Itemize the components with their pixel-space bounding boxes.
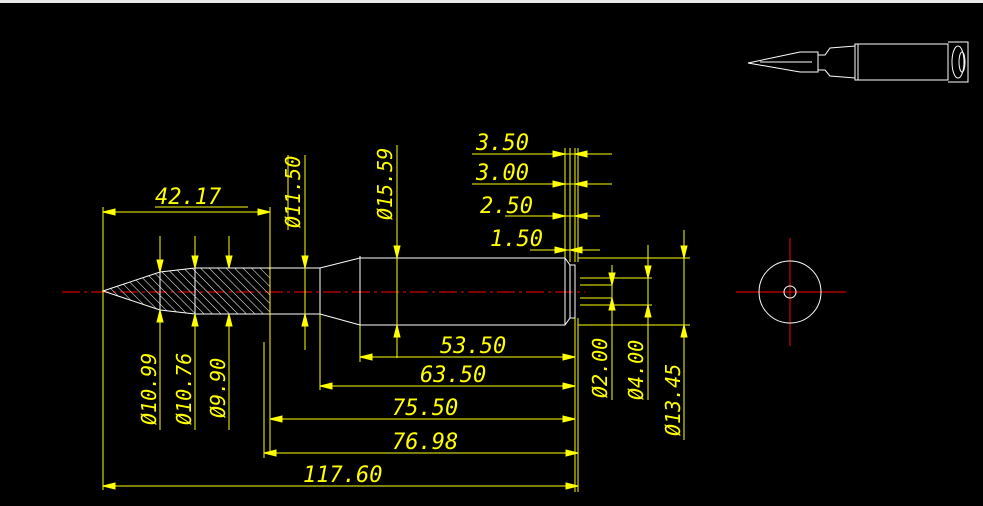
dim-2-50: 2.50 bbox=[480, 194, 533, 219]
dim-117-60: 117.60 bbox=[303, 463, 382, 488]
dim-63-50: 63.50 bbox=[420, 363, 486, 388]
dimension-lines bbox=[102, 145, 690, 492]
dim-dia-2-00: Ø2.00 bbox=[588, 338, 612, 398]
dim-76-98: 76.98 bbox=[392, 430, 458, 455]
dim-dia-10-99: Ø10.99 bbox=[137, 353, 161, 425]
dim-dia-10-76: Ø10.76 bbox=[172, 353, 196, 425]
dim-body-diameter: Ø15.59 bbox=[373, 148, 397, 220]
dim-75-50: 75.50 bbox=[392, 396, 458, 421]
end-view bbox=[736, 238, 846, 346]
dim-3-00: 3.00 bbox=[475, 161, 529, 186]
window-top-edge bbox=[0, 0, 983, 3]
dim-bullet-length: 42.17 bbox=[155, 185, 222, 210]
dim-dia-4-00: Ø4.00 bbox=[624, 340, 648, 400]
dim-1-50: 1.50 bbox=[490, 227, 543, 252]
dim-neck-diameter: Ø11.50 bbox=[281, 156, 305, 228]
bullet-section bbox=[101, 267, 271, 315]
dim-3-50: 3.50 bbox=[475, 131, 529, 156]
dim-dia-9-90: Ø9.90 bbox=[206, 358, 230, 418]
dim-dia-13-45: Ø13.45 bbox=[661, 364, 685, 436]
case-outline bbox=[270, 256, 576, 326]
dim-53-50: 53.50 bbox=[440, 334, 506, 359]
cartridge-thumbnail bbox=[747, 41, 969, 83]
